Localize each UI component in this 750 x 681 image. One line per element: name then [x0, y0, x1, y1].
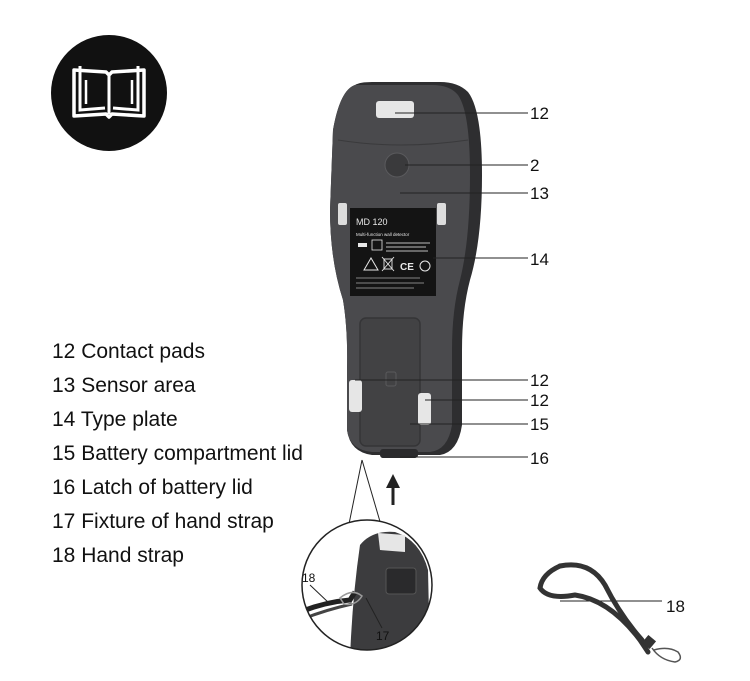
legend-item: 16 Latch of battery lid — [52, 476, 253, 499]
type-plate: MD 120 Multi-function wall detector CE — [350, 208, 436, 296]
legend-item: 17 Fixture of hand strap — [52, 510, 274, 533]
warning-icon — [363, 257, 379, 271]
legend-item: 18 Hand strap — [52, 544, 184, 567]
legend-item: 14 Type plate — [52, 408, 178, 431]
callout-18-strap: 18 — [666, 597, 685, 616]
waste-bin-icon — [381, 256, 395, 272]
callout-14: 14 — [530, 250, 549, 269]
battery-lid — [359, 317, 421, 447]
legend-item: 13 Sensor area — [52, 374, 196, 397]
legend-item: 12 Contact pads — [52, 340, 205, 363]
type-plate-model: MD 120 — [356, 217, 388, 227]
side-pad-right — [437, 203, 446, 225]
callout-17: 17 — [376, 629, 390, 643]
leader-lines — [355, 112, 662, 602]
ce-mark: CE — [400, 262, 414, 273]
callout-13: 13 — [530, 184, 549, 203]
callout-15: 15 — [530, 415, 549, 434]
open-book-icon — [51, 35, 167, 151]
parts-legend: 12 Contact pads 13 Sensor area 14 Type p… — [52, 335, 303, 573]
arrow-up-icon — [386, 474, 400, 505]
callout-2: 2 — [530, 156, 539, 175]
contact-pad-left — [349, 380, 362, 412]
callout-12-right: 12 — [530, 391, 549, 410]
legend-item: 15 Battery compartment lid — [52, 442, 303, 465]
hand-strap — [537, 562, 682, 663]
strap-fixture-detail — [301, 519, 433, 651]
contact-pad-right — [418, 393, 431, 425]
certification-icon — [419, 260, 431, 272]
side-pad-left — [338, 203, 347, 225]
battery-latch — [380, 449, 418, 458]
type-plate-subtitle: Multi-function wall detector — [356, 232, 410, 237]
callout-12-top: 12 — [530, 104, 549, 123]
callout-12-left: 12 — [530, 371, 549, 390]
callout-16: 16 — [530, 449, 549, 468]
callout-18-detail: 18 — [302, 571, 316, 585]
contact-pad-top — [376, 101, 414, 118]
